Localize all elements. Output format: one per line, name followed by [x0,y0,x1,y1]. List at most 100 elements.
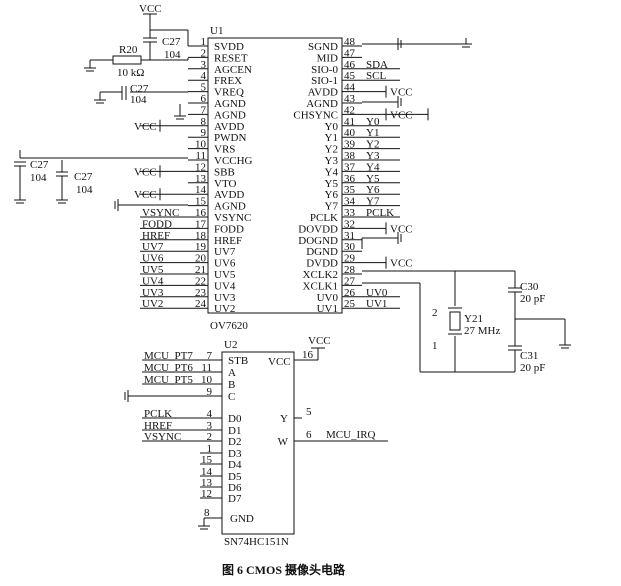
u1-pin-num-46: 46 [344,59,356,71]
u1-pin-num-6: 6 [201,93,207,105]
u1-net-vsync: VSYNC [142,207,179,219]
u1-pin-name-48: SGND [308,41,338,53]
u2-pin-name-d2: D2 [228,436,241,448]
u1-pin-name-24: UV2 [214,303,235,315]
u1-net-uv1: UV1 [366,298,387,310]
r20-ref: R20 [119,44,138,56]
vcc-top-label: VCC [139,3,162,15]
u1-pin-name-37: Y4 [325,166,339,178]
y21-ref: Y21 [464,313,483,325]
u2-body [221,351,295,535]
u1-net-uv5: UV5 [142,264,164,276]
u1-pin-num-48: 48 [344,36,356,48]
u2-pin-num-7: 7 [207,350,213,362]
c27d-ref: C27 [74,171,93,183]
u1-pin-name-41: Y0 [325,121,339,133]
u2-pin-num-5: 5 [306,406,312,418]
u1-pin-num-33: 33 [344,207,356,219]
u2-net-mcu-pt5: MCU_PT5 [144,374,193,386]
u2-net-mcu-pt6: MCU_PT6 [144,362,193,374]
u1-pin-name-8: AVDD [214,121,244,133]
u1-pin-num-10: 10 [195,139,207,151]
y21-body [449,311,461,331]
u1-pin-num-15: 15 [195,196,207,208]
u1-pin-num-19: 19 [195,241,207,253]
u1-pin-name-42: CHSYNC [293,109,338,121]
y21-val: 27 MHz [464,325,500,337]
u2-net-vsync: VSYNC [144,431,181,443]
u1-pin-num-37: 37 [344,161,356,173]
c27b-ref: C27 [130,83,149,95]
u1-pin-num-45: 45 [344,70,356,82]
u2-vcc-num: 16 [302,349,314,361]
u1-pin-num-36: 36 [344,173,356,185]
u2-pin-name-d4: D4 [228,459,242,471]
u2-gnd-num: 8 [204,507,210,519]
u1-pin-num-21: 21 [195,264,206,276]
u1-pin-num-7: 7 [201,104,207,116]
u2-pin-name-d5: D5 [228,471,242,483]
u1-pin-name-29: DVDD [306,258,338,270]
u1-pin-name-21: UV5 [214,269,236,281]
u2-net-mcu-irq: MCU_IRQ [326,429,376,441]
u2-pin-num-1: 1 [207,443,213,455]
u1-pin-num-8: 8 [201,116,207,128]
power-decoupling-top: VCC C27 104 R20 10 kΩ C27 104 [14,3,189,211]
u1-pin-name-25: UV1 [317,303,338,315]
u2-pin-name-d6: D6 [228,482,242,494]
u1-pin-name-16: VSYNC [214,212,251,224]
u1-net-sda: SDA [366,59,388,71]
u1-pin-name-14: AVDD [214,189,244,201]
u1-pin-name-34: Y7 [325,201,339,213]
u1-pin-name-28: XCLK2 [303,269,338,281]
u1-pin-num-3: 3 [201,59,207,71]
u1-pin-num-27: 27 [344,275,356,287]
u1-pin-num-17: 17 [195,218,207,230]
u1-pin-num-40: 40 [344,127,356,139]
u1-part: OV7620 [210,320,248,332]
u1-pin-name-4: FREX [214,75,242,87]
u1-pin-name-27: XCLK1 [303,280,338,292]
u1-pin-num-22: 22 [195,275,206,287]
u1-pin-name-32: DOVDD [298,223,338,235]
c27c-val: 104 [30,172,47,184]
u1-net-y4: Y4 [366,161,380,173]
y21-pin2: 2 [432,307,438,319]
c30-val: 20 pF [520,293,545,305]
u2-pin-num-9: 9 [207,386,213,398]
u1-pin-num-44: 44 [344,82,356,94]
u1-right-grounds [361,38,472,249]
u1-net-14: VCC [134,189,157,201]
u1-pin-name-39: Y2 [325,144,338,156]
u1-pin-num-11: 11 [195,150,206,162]
u1-pin-num-29: 29 [344,253,356,265]
u1-net-y2: Y2 [366,139,379,151]
u1-pin-num-43: 43 [344,93,356,105]
u1-ref: U1 [210,25,223,37]
u1-pin-num-35: 35 [344,184,356,196]
u1-net-12: VCC [134,166,157,178]
u2-pin-num-3: 3 [207,420,213,432]
u2-pin-num-6: 6 [306,429,312,441]
c30-ref: C30 [520,281,539,293]
u2-pin-num-2: 2 [207,431,213,443]
u1-pin-name-26: UV0 [317,292,339,304]
u1-pin-num-23: 23 [195,287,207,299]
u1-pin-name-43: AGND [306,98,338,110]
u1-pin-name-2: RESET [214,52,248,64]
u1-net-y6: Y6 [366,184,380,196]
u1-pin-name-23: UV3 [214,292,236,304]
c31-ref: C31 [520,350,538,362]
u1-pin-num-26: 26 [344,287,356,299]
u1-pin-num-4: 4 [201,70,207,82]
u1-net-y1: Y1 [366,127,379,139]
u1-net-y5: Y5 [366,173,380,185]
u2-vcc-name: VCC [268,356,291,368]
u1-net-fodd: FODD [142,218,172,230]
u1-net-y7: Y7 [366,196,380,208]
c27b-val: 104 [130,94,147,106]
u1-pin-num-1: 1 [201,36,207,48]
u2-ref: U2 [224,339,237,351]
